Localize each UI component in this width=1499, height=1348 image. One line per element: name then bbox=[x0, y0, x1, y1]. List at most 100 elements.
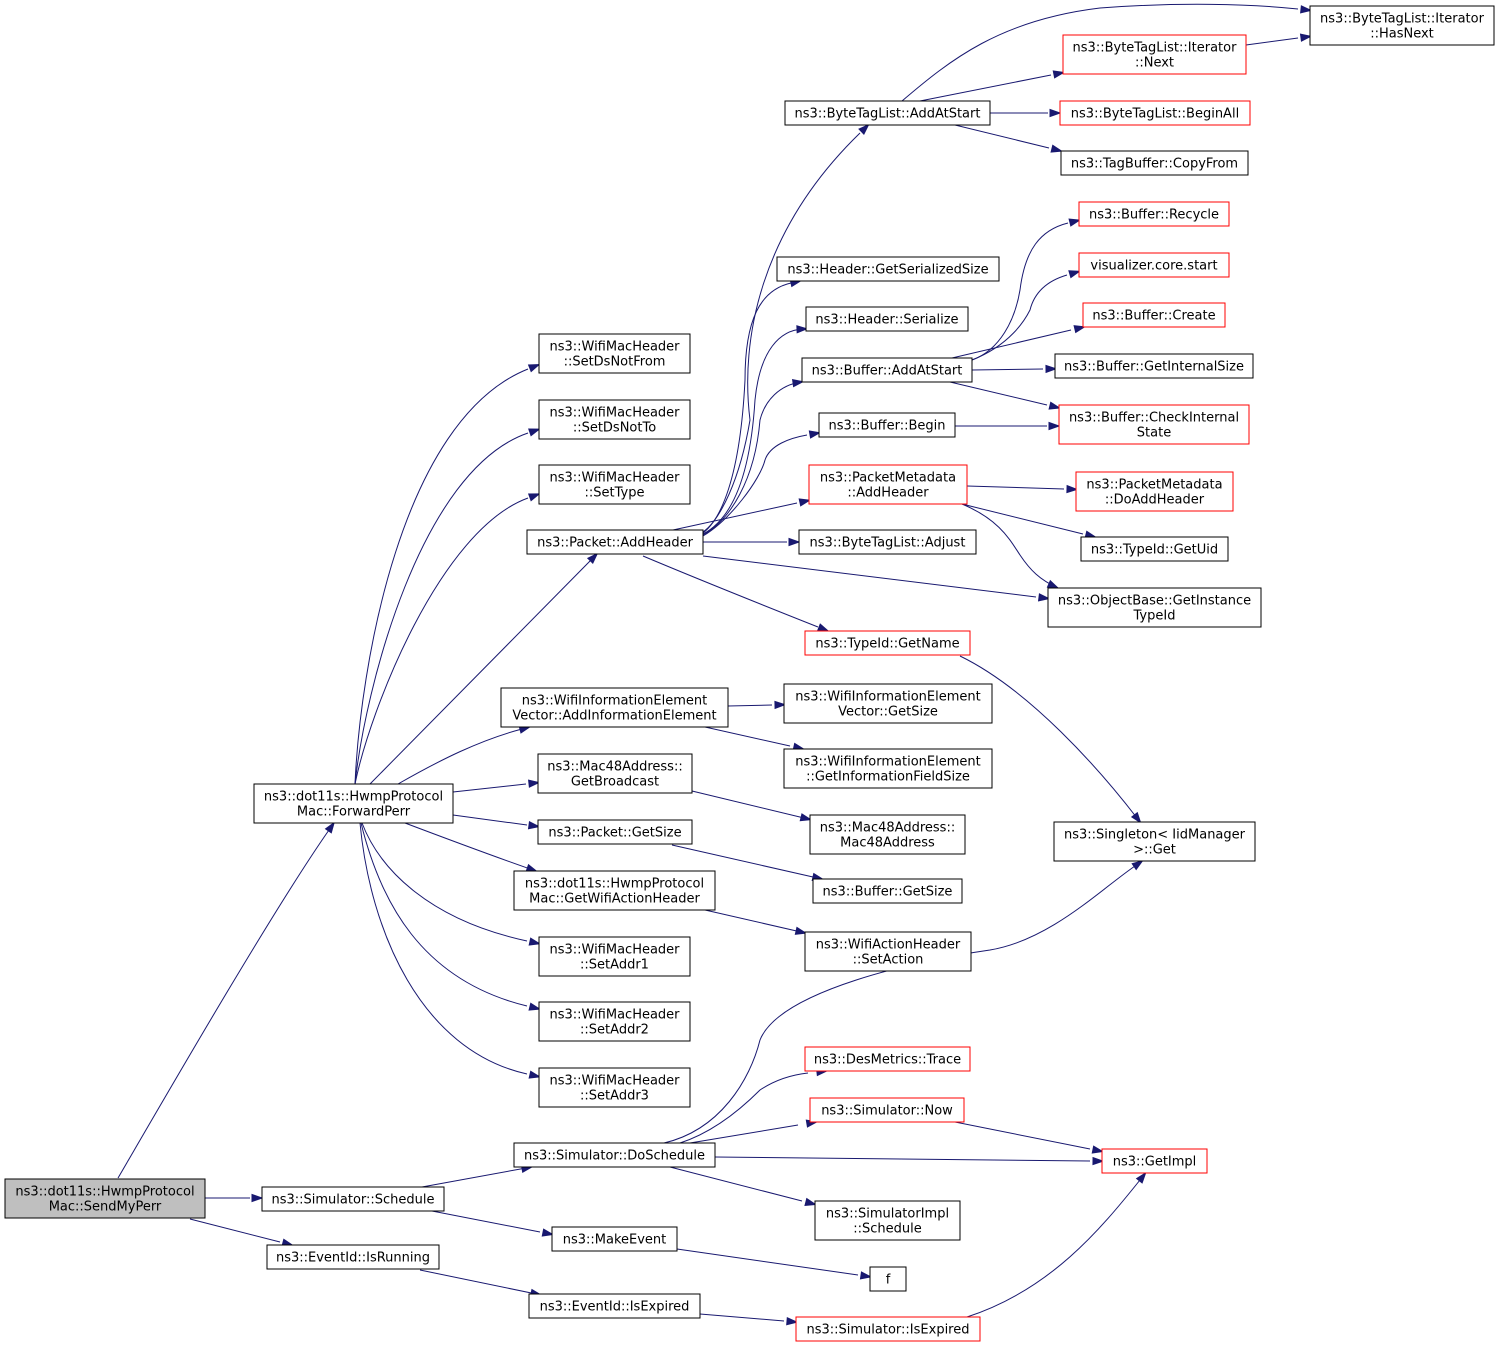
node-box[interactable] bbox=[538, 1067, 691, 1108]
node-box[interactable] bbox=[253, 783, 454, 824]
node-box[interactable] bbox=[538, 464, 691, 505]
node-isexpired_ev[interactable]: ns3::EventId::IsExpired bbox=[528, 1293, 701, 1319]
node-buffer_addatstart[interactable]: ns3::Buffer::AddAtStart bbox=[801, 357, 973, 383]
node-box[interactable] bbox=[1060, 150, 1249, 176]
node-box[interactable] bbox=[1078, 201, 1230, 227]
node-box[interactable] bbox=[538, 1001, 691, 1042]
node-iter_next[interactable]: ns3::ByteTagList::Iterator::Next bbox=[1062, 34, 1247, 75]
node-setaction[interactable]: ns3::WifiActionHeader::SetAction bbox=[804, 931, 972, 972]
node-box[interactable] bbox=[538, 399, 691, 440]
node-addatstart_btl[interactable]: ns3::ByteTagList::AddAtStart bbox=[784, 100, 991, 126]
node-btl_adjust[interactable]: ns3::ByteTagList::Adjust bbox=[798, 529, 977, 555]
node-setdsnotto[interactable]: ns3::WifiMacHeader::SetDsNotTo bbox=[538, 399, 691, 440]
node-box[interactable] bbox=[1062, 34, 1247, 75]
node-btl_beginall[interactable]: ns3::ByteTagList::BeginAll bbox=[1059, 100, 1251, 126]
node-pm_doaddheader[interactable]: ns3::PacketMetadata::DoAddHeader bbox=[1075, 471, 1234, 512]
node-box[interactable] bbox=[809, 1097, 965, 1123]
node-box[interactable] bbox=[261, 1186, 445, 1212]
node-singleton_get[interactable]: ns3::Singleton< IidManager>::Get bbox=[1053, 821, 1256, 862]
node-setdsnotfrom[interactable]: ns3::WifiMacHeader::SetDsNotFrom bbox=[538, 333, 691, 374]
node-getserializedsize[interactable]: ns3::Header::GetSerializedSize bbox=[776, 256, 1000, 282]
node-simimpl_schedule[interactable]: ns3::SimulatorImpl::Schedule bbox=[814, 1200, 961, 1241]
node-box[interactable] bbox=[804, 1046, 971, 1072]
node-doschedule[interactable]: ns3::Simulator::DoSchedule bbox=[513, 1142, 716, 1168]
node-typeid_getuid[interactable]: ns3::TypeId::GetUid bbox=[1080, 536, 1229, 562]
node-buffer_getsize[interactable]: ns3::Buffer::GetSize bbox=[812, 878, 963, 904]
node-setaddr3[interactable]: ns3::WifiMacHeader::SetAddr3 bbox=[538, 1067, 691, 1108]
node-box[interactable] bbox=[783, 748, 993, 789]
node-box[interactable] bbox=[804, 931, 972, 972]
node-box[interactable] bbox=[1101, 1148, 1208, 1174]
node-typeid_getname[interactable]: ns3::TypeId::GetName bbox=[804, 630, 971, 656]
node-desmetrics_trace[interactable]: ns3::DesMetrics::Trace bbox=[804, 1046, 971, 1072]
node-box[interactable] bbox=[1058, 404, 1250, 445]
node-box[interactable] bbox=[1309, 5, 1495, 46]
node-box[interactable] bbox=[818, 412, 956, 438]
node-box[interactable] bbox=[808, 464, 968, 505]
node-box[interactable] bbox=[801, 357, 973, 383]
node-sim_isexpired[interactable]: ns3::Simulator::IsExpired bbox=[795, 1316, 981, 1342]
node-box[interactable] bbox=[538, 936, 691, 977]
node-box[interactable] bbox=[1078, 252, 1230, 278]
node-box[interactable] bbox=[526, 529, 704, 555]
node-box[interactable] bbox=[1075, 471, 1234, 512]
node-box[interactable] bbox=[798, 529, 977, 555]
node-box[interactable] bbox=[1054, 353, 1254, 379]
node-iev_getsize[interactable]: ns3::WifiInformationElementVector::GetSi… bbox=[783, 683, 993, 724]
node-box[interactable] bbox=[1059, 100, 1251, 126]
node-box[interactable] bbox=[538, 333, 691, 374]
node-tagbuffer_copyfrom[interactable]: ns3::TagBuffer::CopyFrom bbox=[1060, 150, 1249, 176]
node-forwardperr[interactable]: ns3::dot11s::HwmpProtocolMac::ForwardPer… bbox=[253, 783, 454, 824]
node-box[interactable] bbox=[1047, 587, 1262, 628]
node-buffer_begin[interactable]: ns3::Buffer::Begin bbox=[818, 412, 956, 438]
node-box[interactable] bbox=[513, 1142, 716, 1168]
node-box[interactable] bbox=[1053, 821, 1256, 862]
node-box[interactable] bbox=[783, 683, 993, 724]
node-getbroadcast[interactable]: ns3::Mac48Address::GetBroadcast bbox=[537, 753, 693, 794]
node-sim_now[interactable]: ns3::Simulator::Now bbox=[809, 1097, 965, 1123]
node-setaddr2[interactable]: ns3::WifiMacHeader::SetAddr2 bbox=[538, 1001, 691, 1042]
node-box[interactable] bbox=[795, 1316, 981, 1342]
node-addinfoelem[interactable]: ns3::WifiInformationElementVector::AddIn… bbox=[500, 687, 729, 728]
node-viz_start[interactable]: visualizer.core.start bbox=[1078, 252, 1230, 278]
node-box[interactable] bbox=[804, 630, 971, 656]
node-addheader[interactable]: ns3::Packet::AddHeader bbox=[526, 529, 704, 555]
node-box[interactable] bbox=[812, 878, 963, 904]
node-mac48address[interactable]: ns3::Mac48Address::Mac48Address bbox=[809, 814, 966, 855]
node-box[interactable] bbox=[500, 687, 729, 728]
node-box[interactable] bbox=[869, 1266, 907, 1292]
node-setaddr1[interactable]: ns3::WifiMacHeader::SetAddr1 bbox=[538, 936, 691, 977]
node-box[interactable] bbox=[551, 1226, 678, 1252]
node-buffer_recycle[interactable]: ns3::Buffer::Recycle bbox=[1078, 201, 1230, 227]
node-box[interactable] bbox=[513, 870, 716, 911]
node-box[interactable] bbox=[266, 1244, 440, 1270]
node-box[interactable] bbox=[805, 306, 969, 332]
node-getwifiaction[interactable]: ns3::dot11s::HwmpProtocolMac::GetWifiAct… bbox=[513, 870, 716, 911]
node-makeevent[interactable]: ns3::MakeEvent bbox=[551, 1226, 678, 1252]
node-getimpl[interactable]: ns3::GetImpl bbox=[1101, 1148, 1208, 1174]
node-box[interactable] bbox=[528, 1293, 701, 1319]
node-box[interactable] bbox=[537, 753, 693, 794]
node-box[interactable] bbox=[809, 814, 966, 855]
node-pm_addheader[interactable]: ns3::PacketMetadata::AddHeader bbox=[808, 464, 968, 505]
node-ie_getinfofieldsize[interactable]: ns3::WifiInformationElement::GetInformat… bbox=[783, 748, 993, 789]
node-box[interactable] bbox=[4, 1178, 206, 1219]
node-box[interactable] bbox=[776, 256, 1000, 282]
node-iter_hasnext[interactable]: ns3::ByteTagList::Iterator::HasNext bbox=[1309, 5, 1495, 46]
node-box[interactable] bbox=[537, 819, 693, 845]
node-sim_schedule[interactable]: ns3::Simulator::Schedule bbox=[261, 1186, 445, 1212]
node-isrunning[interactable]: ns3::EventId::IsRunning bbox=[266, 1244, 440, 1270]
node-box[interactable] bbox=[784, 100, 991, 126]
node-buffer_getinternalsize[interactable]: ns3::Buffer::GetInternalSize bbox=[1054, 353, 1254, 379]
node-box[interactable] bbox=[1082, 302, 1226, 328]
node-box[interactable] bbox=[1080, 536, 1229, 562]
node-box[interactable] bbox=[814, 1200, 961, 1241]
node-settype[interactable]: ns3::WifiMacHeader::SetType bbox=[538, 464, 691, 505]
node-header_serialize[interactable]: ns3::Header::Serialize bbox=[805, 306, 969, 332]
node-packet_getsize[interactable]: ns3::Packet::GetSize bbox=[537, 819, 693, 845]
node-buffer_create[interactable]: ns3::Buffer::Create bbox=[1082, 302, 1226, 328]
node-f[interactable]: f bbox=[869, 1266, 907, 1292]
